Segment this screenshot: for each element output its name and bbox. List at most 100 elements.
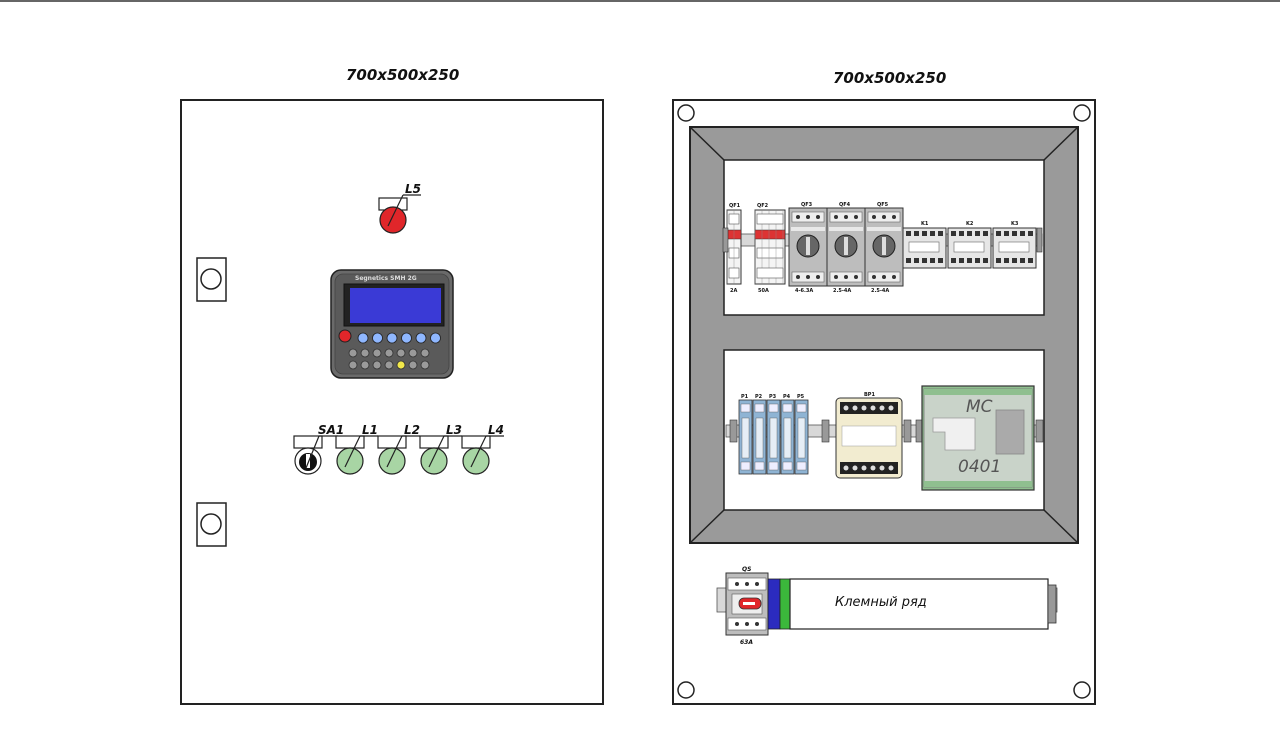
hmi-key [396,348,406,358]
breaker-id: QF2 [757,203,769,209]
contactor-k3: K3 [992,221,1037,269]
hmi-function-key [430,332,441,344]
motor-protector-rating: 4-6.3A [795,288,813,294]
hmi-red-button [338,329,352,343]
lamp-l5: L5 [378,182,421,234]
motor-protector-id: QF5 [877,202,889,208]
mounting-holes [677,104,1091,699]
contactor-k1: K1 [902,221,947,269]
hmi-key [408,360,418,370]
bottom-rail: QS 63A Клемный ряд [716,566,1058,646]
breaker-rating: 2A [730,288,737,294]
hmi-brand: Segnetics SMH 2G [355,275,417,282]
end-stop [729,419,738,443]
motor-protector-id: QF3 [801,202,813,208]
lamp-label: L4 [488,423,504,437]
motor-protector-qf5: QF5 2.5-4A [864,202,904,294]
hmi-key [348,348,358,358]
end-stop [821,419,830,443]
end-stop [1035,419,1044,443]
hmi-panel: Segnetics SMH 2G [330,269,454,379]
controller-mc0401: MC 0401 [921,385,1035,491]
relay-p5: P5 [794,394,809,475]
switch-sa1-label: SA1 [318,423,344,437]
left-door [180,99,604,705]
relay-p1: P1 [738,394,753,475]
qs-rating: 63A [740,639,753,646]
hinge-bottom [196,502,227,547]
hmi-key [348,360,358,370]
breaker-qf2: QF2 50A [754,203,786,294]
right-cabinet: 700x500x250 QF1 2A QF2 50A QF3 4-6.3A QF4 2.5-4… [672,69,1096,705]
terminal-row-label: Клемный ряд [835,595,927,610]
lamp-l4: L4 [461,423,504,475]
breaker-rating: 50A [758,288,769,294]
hmi-function-key [386,332,398,344]
lamp-l1: L1 [335,423,378,475]
hmi-keypad [348,332,441,370]
hmi-function-key [357,332,369,344]
controller-line1: MC [966,397,993,417]
relay-p4: P4 [780,394,795,475]
power-supply-id: BP1 [864,392,875,398]
end-stop [1036,227,1043,253]
breaker-id: QF1 [729,203,741,209]
hmi-key [396,360,406,370]
lamp-l3: L3 [419,423,462,475]
controller-line2: 0401 [958,457,1001,477]
lamp-label: L3 [446,423,462,437]
hmi-screen [350,288,441,323]
hmi-key [420,360,430,370]
relay-id: P5 [797,394,805,400]
hmi-key [384,348,394,358]
terminal-pe-green [779,578,791,630]
hinge-top [196,257,227,302]
end-stop [903,419,912,443]
hmi-key [384,360,394,370]
lamp-lens [420,447,448,475]
hmi-function-key [401,332,412,344]
end-stop [1047,584,1057,624]
power-supply-bp1: BP1 [835,392,903,479]
front-lamps: L1 L2 L3 L4 [335,423,504,475]
relay-id: P1 [741,394,749,400]
lamp-label: L2 [404,423,420,437]
qs-label: QS [742,566,751,573]
lamp-lens [378,447,406,475]
breaker-qf1: QF1 2A [726,203,742,294]
hmi-key [372,360,382,370]
relay-id: P4 [783,394,791,400]
contactor-k2: K2 [947,221,992,269]
relay-id: P3 [769,394,777,400]
lamp-lens [462,447,490,475]
contactor-id: K2 [966,221,974,227]
hmi-key [372,348,382,358]
din-bottom-devices: P1 P2 P3 P4 P5 BP1 [729,392,1044,479]
end-stop [722,227,729,253]
lamp-l2: L2 [377,423,420,475]
relay-p2: P2 [752,394,767,475]
motor-protector-qf4: QF4 2.5-4A [826,202,866,294]
hmi-function-key [372,332,383,344]
switch-sa1: SA1 [293,423,344,475]
din-top-devices: QF1 2A QF2 50A QF3 4-6.3A QF4 2.5-4A QF5 2.5-4A K1… [722,202,1043,294]
relay-id: P2 [755,394,763,400]
terminal-row [789,578,1049,630]
hmi-function-key [415,332,427,344]
hmi-key [360,348,370,358]
motor-protector-id: QF4 [839,202,851,208]
hmi-key [360,360,370,370]
hmi-key [420,348,430,358]
contactor-id: K1 [921,221,929,227]
hmi-key [408,348,418,358]
main-switch-qs: QS 63A [725,566,769,646]
right-cabinet-dimension: 700x500x250 [833,69,946,87]
lamp-lens [336,447,364,475]
motor-protector-rating: 2.5-4A [833,288,851,294]
relay-p3: P3 [766,394,781,475]
lamp-label: L1 [362,423,378,437]
motor-protector-rating: 2.5-4A [871,288,889,294]
contactor-id: K3 [1011,221,1019,227]
motor-protector-qf3: QF3 4-6.3A [788,202,828,294]
terminal-n-blue [767,578,781,630]
